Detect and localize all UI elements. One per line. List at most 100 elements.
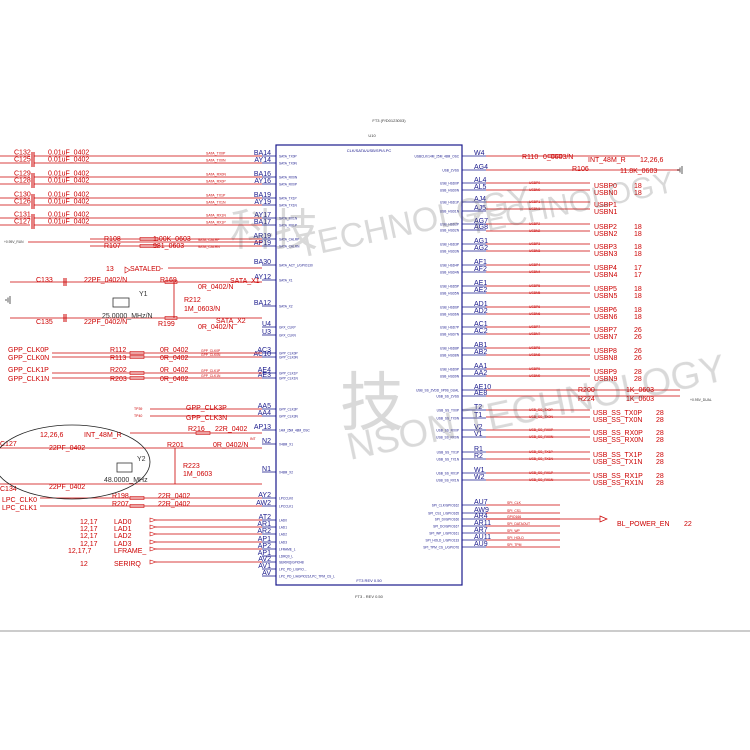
pin-name: SATA_CALRP [279, 238, 299, 242]
pin-number: AR11 [474, 520, 491, 527]
pin-number: AD1 [474, 301, 488, 308]
resistor-ref: R203 [110, 376, 127, 383]
testpoint-label: TP40 [134, 414, 142, 418]
net-label: LPC_CLK0 [2, 497, 37, 504]
net-label: INT_48M_R [84, 432, 122, 439]
net-label: USBN3 [594, 251, 617, 258]
watermark-line2: TECHNOLOGY [465, 166, 677, 242]
page-reference: 17 [634, 272, 642, 279]
page-reference: 12,17 [80, 526, 98, 533]
pin-name: USB_HSD4P [440, 264, 459, 268]
pin-name: LDRQ0_L [279, 555, 293, 559]
pin-number: AP2 [258, 543, 271, 550]
resistor-value: 931_0603 [153, 243, 184, 250]
pin-number: AY14 [254, 157, 271, 164]
watermark: TECHNOLOGY TECHNOLOGY NSON TECHNOLOGY 科技… [230, 166, 729, 469]
resistor-ref: R106 [572, 166, 589, 173]
pin-name: USB_HSD5P [440, 285, 459, 289]
pin-number: U4 [262, 321, 271, 328]
resistor-value: 1.00K_0603 [153, 236, 191, 243]
pin-name: USB_SS_RX0P [436, 429, 459, 433]
pin-name: USB_SS_TX0P [437, 409, 459, 413]
pin-name: LFRAME_L [279, 548, 296, 552]
page-reference: 12,17 [80, 533, 98, 540]
net-label: USB_SS_TX1P [593, 452, 642, 459]
net-label: SATA_TX0P [206, 152, 226, 156]
resistor-value: 0R_0402 [160, 355, 189, 362]
net-label: USB_SS_RX0P [529, 428, 554, 432]
net-label: USBN9 [594, 376, 617, 383]
pin-number: AU11 [474, 534, 491, 541]
pin-number: AY12 [254, 274, 271, 281]
pin-name: X48M_X2 [279, 471, 293, 475]
net-label: USBN3 [529, 249, 540, 253]
resistor-ref: R224 [578, 396, 595, 403]
pin-number: AR7 [474, 527, 488, 534]
page-reference: 26 [634, 334, 642, 341]
page-reference: 28 [656, 459, 664, 466]
pin-number: W4 [474, 150, 485, 157]
net-label: LAD0 [114, 519, 132, 526]
page-reference: 28 [656, 480, 664, 487]
pin-number: AE8 [474, 390, 487, 397]
pin-number: R2 [474, 453, 483, 460]
net-label: SERIRQ [114, 561, 141, 568]
capacitor-ref: C129 [14, 171, 31, 178]
net-label: USBN5 [529, 291, 540, 295]
pin-name: USB_HSD4N [440, 271, 460, 275]
page-reference: 28 [656, 430, 664, 437]
pin-name: USB_HSD1P [440, 201, 459, 205]
resistor-ref: R110 [522, 154, 538, 161]
resistor-ref: R201 [167, 442, 184, 449]
pin-name: SPI_CS1_L/GPIO165 [428, 512, 459, 516]
net-label: SPI_TPM [507, 543, 522, 547]
pin-number: AT2 [259, 514, 271, 521]
net-label: USBN1 [529, 207, 540, 211]
net-label: USBN6 [594, 314, 617, 321]
resistor-ref: R223 [183, 463, 200, 470]
pin-name: USB_HSD9N [440, 375, 460, 379]
pin-name: LAD1 [279, 526, 287, 530]
pin-name: SPI_CLK/GPIO162 [432, 504, 460, 508]
rev-inner: FT3 REV 0.50 [356, 578, 382, 583]
net-label: USBN0 [529, 188, 540, 192]
net-label: INT_48M_R [588, 157, 626, 164]
resistor-symbol [139, 237, 159, 241]
net-label: SPI_WP [507, 529, 521, 533]
resistor-value: 0R_0402 [160, 367, 189, 374]
pin-number: AE10 [474, 384, 491, 391]
pin-name: USB_SS_RX1P [436, 472, 459, 476]
page-reference: 18 [634, 190, 642, 197]
capacitor-value: 0.01uF_0402 [48, 157, 89, 164]
net-arrow [149, 559, 157, 565]
page-reference: 18 [634, 307, 642, 314]
net-label: GPP_CLK1P [201, 369, 221, 373]
resistor-symbol [164, 280, 178, 284]
net-label: USB_SS_TX0P [529, 408, 553, 412]
resistor-value: 1K_0603 [626, 387, 654, 394]
net-label: USBP8 [594, 348, 617, 355]
pin-number: AL4 [474, 177, 487, 184]
pin-number: T1 [474, 412, 482, 419]
resistor-value: 1K_0603 [626, 396, 654, 403]
pin-number: AY2 [258, 492, 271, 499]
net-label: USBN4 [594, 272, 617, 279]
pin-name: LPCCLK1 [279, 505, 293, 509]
net-label: LFRAME_ [114, 548, 146, 555]
testpoint-label: TP39 [134, 407, 142, 411]
net-label: USBP1 [529, 200, 540, 204]
net-label: SATA_RX1N [206, 214, 226, 218]
pin-number: AY19 [254, 199, 271, 206]
pin-name: LAD2 [279, 533, 287, 537]
page-reference: 28 [634, 369, 642, 376]
net-label: USB_SS_RX1N [529, 478, 554, 482]
pin-number: AY16 [254, 178, 271, 185]
pin-name: GFX_CLKP [279, 326, 296, 330]
pin-name: LPC_PD_L/GPIO... [279, 568, 307, 572]
pin-name: USB_SS_RX1N [436, 479, 460, 483]
net-label: USBP5 [594, 286, 617, 293]
page-reference: 26 [634, 327, 642, 334]
page-reference: 28 [656, 410, 664, 417]
pin-name: LPC_PD_L/AGPIO21/LPC_TPM_CS_L [279, 575, 335, 579]
